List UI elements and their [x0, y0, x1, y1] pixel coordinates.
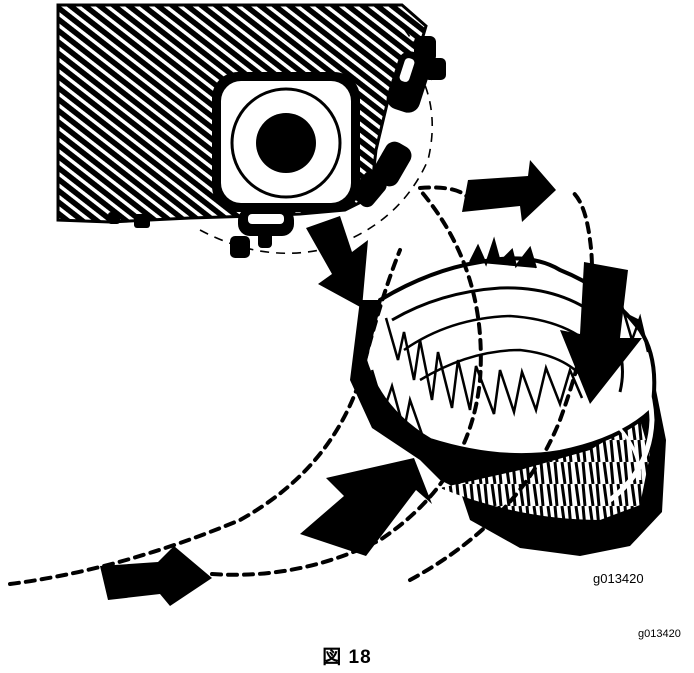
stump-grinding-illustration	[0, 0, 694, 610]
figure-code-label: g013420	[638, 628, 681, 640]
stump-grinder-cutter-wheel-icon	[58, 5, 446, 258]
figure-caption: 図 18	[0, 642, 694, 669]
illustration-code-label: g013420	[593, 571, 644, 586]
